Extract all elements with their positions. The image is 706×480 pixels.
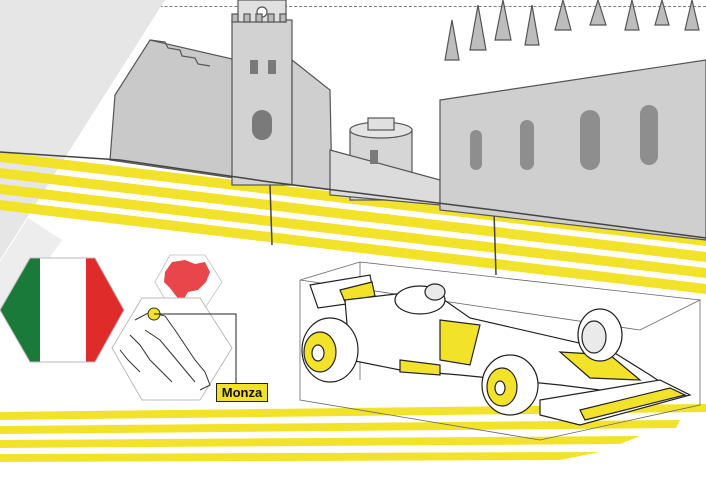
europe-shape [164, 260, 210, 302]
lower-yellow-stripes [0, 404, 706, 462]
wall-dividers [269, 184, 497, 276]
monza-leader-line [154, 313, 237, 383]
top-dashed-border [0, 6, 706, 7]
monza-label: Monza [216, 383, 268, 402]
